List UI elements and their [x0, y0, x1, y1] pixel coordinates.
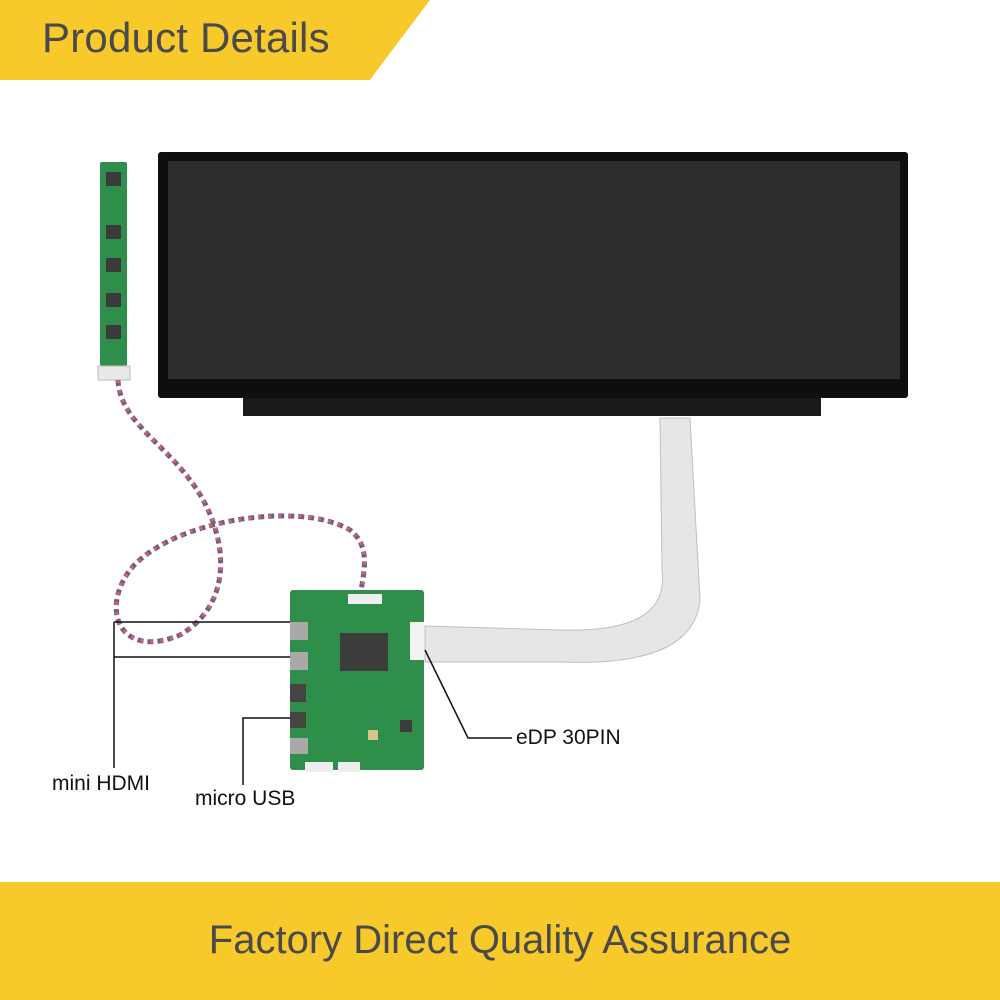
- driver-board: [290, 590, 424, 772]
- footer-slogan: Factory Direct Quality Assurance: [208, 918, 792, 962]
- mini-hdmi-label: mini HDMI: [52, 772, 150, 795]
- edp-label: eDP 30PIN: [516, 726, 621, 749]
- micro-usb-label: micro USB: [195, 787, 296, 810]
- header-banner: [0, 0, 430, 80]
- page-title: Product Details: [42, 14, 330, 61]
- footer-banner: [0, 882, 1000, 1000]
- edp-flex-cable: [424, 417, 701, 663]
- button-board: [97, 162, 131, 381]
- callout-lines: [113, 621, 512, 785]
- lcd-panel: [158, 152, 908, 416]
